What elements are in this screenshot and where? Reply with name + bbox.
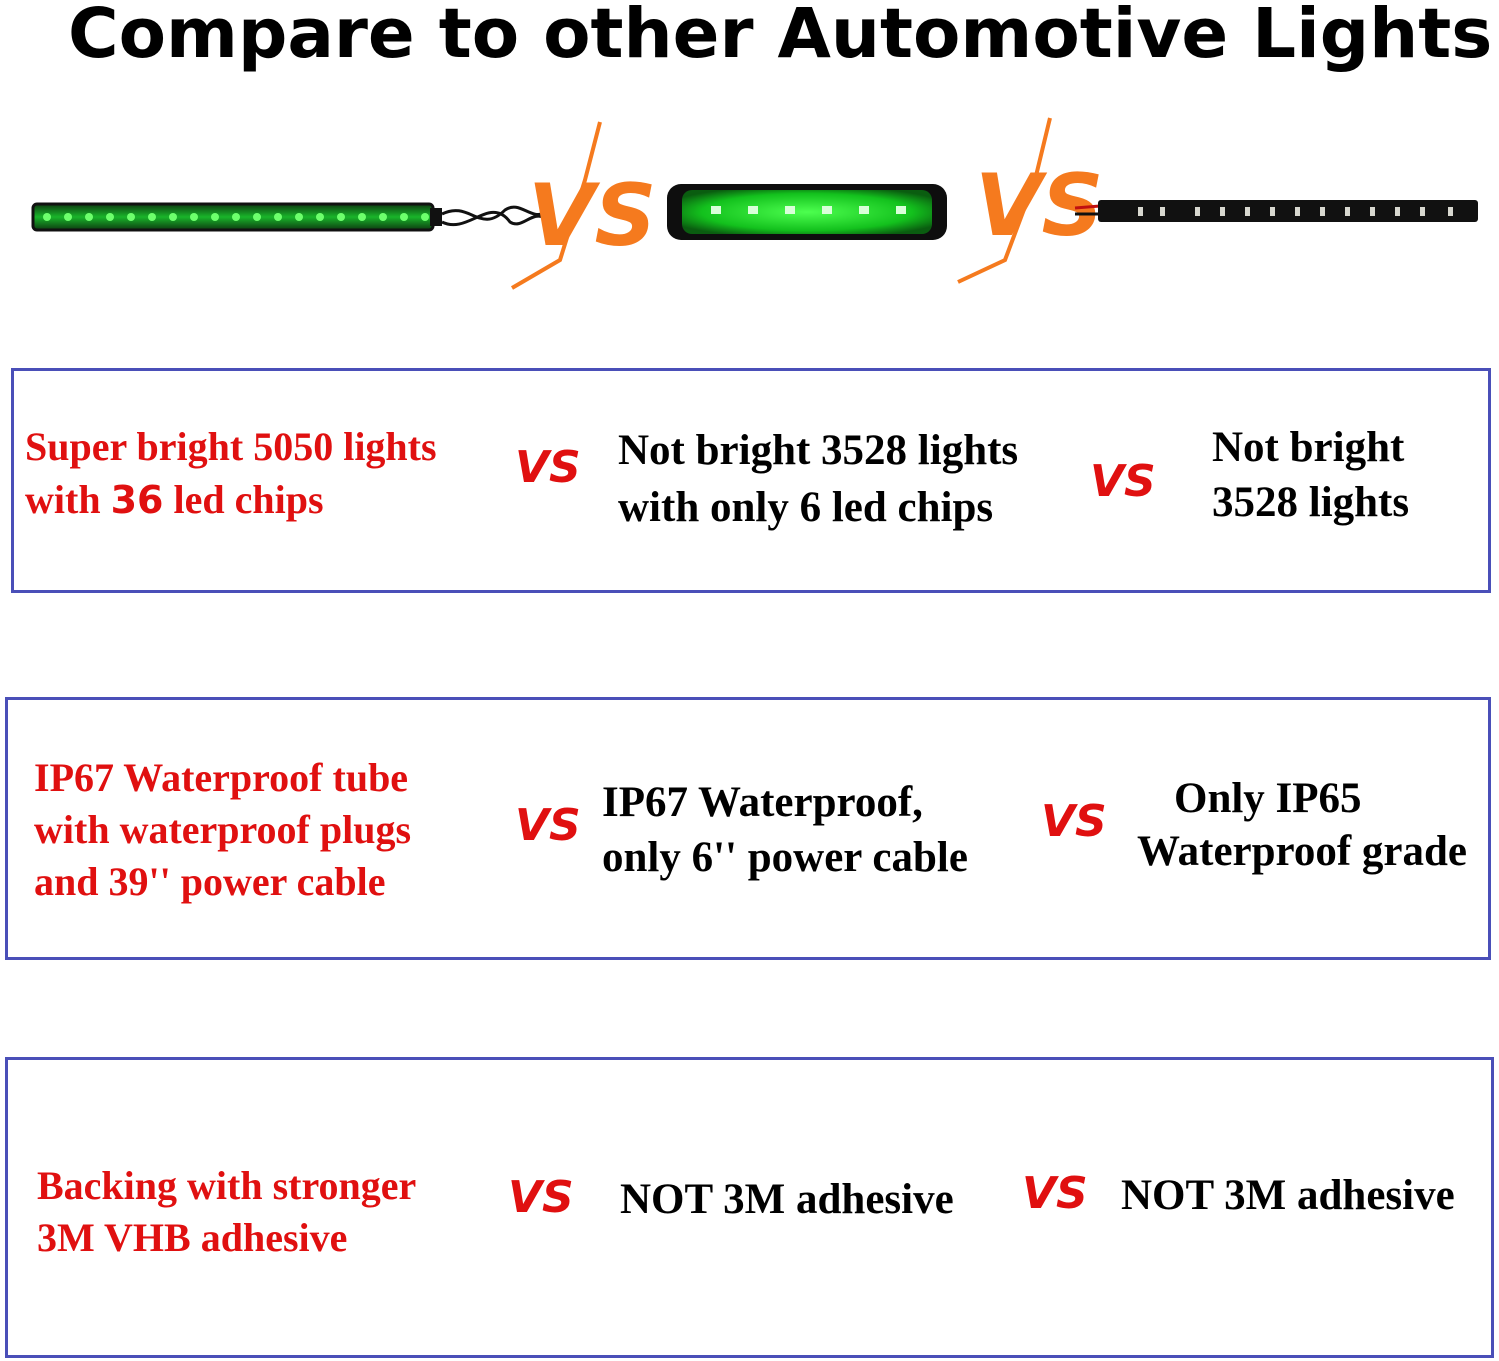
other2-brightness-line-2: 3528 lights bbox=[1212, 479, 1410, 526]
other2-waterproof-text: Only IP65 Waterproof grade bbox=[1137, 772, 1485, 878]
comparison-row-brightness bbox=[11, 368, 1491, 593]
other2-adhesive-text: NOT 3M adhesive bbox=[1121, 1168, 1455, 1223]
page-title: Compare to other Automotive Lights bbox=[68, 0, 1493, 74]
other2-waterproof-line-1: Only IP65 bbox=[1174, 775, 1362, 822]
vs-label: VS bbox=[515, 442, 581, 493]
ours-adhesive-line-1: Backing with stronger bbox=[37, 1163, 417, 1208]
other1-waterproof-line-2: only 6'' power cable bbox=[602, 834, 968, 881]
vs-graphic-icon: VS bbox=[957, 117, 1104, 284]
ours-brightness-line-2: with 36 led chips bbox=[25, 473, 437, 527]
other2-waterproof-line-2: Waterproof grade bbox=[1137, 828, 1467, 875]
ours-waterproof-line-1: IP67 Waterproof tube bbox=[34, 755, 409, 800]
other2-brightness-line-1: Not bright bbox=[1212, 424, 1405, 471]
ours-adhesive-line-2: 3M VHB adhesive bbox=[37, 1215, 348, 1260]
other1-brightness-line-1: Not bright 3528 lights bbox=[618, 427, 1019, 474]
product-illustration: VS VS bbox=[31, 117, 1478, 290]
vs-label: VS bbox=[508, 1172, 574, 1223]
other1-brightness-line-2: with only 6 led chips bbox=[618, 484, 994, 531]
vs-graphic-icon: VS bbox=[510, 121, 657, 290]
other1-brightness-text: Not bright 3528 lights with only 6 led c… bbox=[618, 422, 1018, 536]
other2-adhesive-line-1: NOT 3M adhesive bbox=[1121, 1172, 1455, 1219]
svg-text:VS: VS bbox=[528, 166, 657, 266]
ours-waterproof-text: IP67 Waterproof tube with waterproof plu… bbox=[34, 752, 411, 908]
led-count-highlight: 36 bbox=[110, 478, 164, 522]
ours-brightness-line-1: Super bright 5050 lights bbox=[25, 424, 437, 469]
line-2-prefix: with bbox=[25, 477, 111, 522]
product-comparison-images: VS VS bbox=[0, 110, 1499, 300]
other1-waterproof-line-1: IP67 Waterproof, bbox=[602, 779, 923, 826]
flexible-strip-image bbox=[1074, 200, 1478, 222]
comparison-row-adhesive bbox=[5, 1057, 1494, 1358]
marker-light-image bbox=[667, 184, 947, 240]
vs-label: VS bbox=[1041, 796, 1107, 847]
other1-adhesive-line-1: NOT 3M adhesive bbox=[620, 1176, 954, 1223]
tube-light-strip-image bbox=[31, 202, 546, 232]
vs-label: VS bbox=[1090, 456, 1156, 507]
vs-label: VS bbox=[1022, 1168, 1088, 1219]
other1-waterproof-text: IP67 Waterproof, only 6'' power cable bbox=[602, 775, 968, 885]
ours-waterproof-line-2: with waterproof plugs bbox=[34, 807, 412, 852]
other1-adhesive-text: NOT 3M adhesive bbox=[620, 1172, 954, 1227]
other2-brightness-text: Not bright 3528 lights bbox=[1212, 420, 1409, 530]
ours-brightness-text: Super bright 5050 lights with 36 led chi… bbox=[25, 420, 437, 527]
vs-label: VS bbox=[515, 800, 581, 851]
comparison-row-waterproof bbox=[5, 697, 1491, 960]
ours-adhesive-text: Backing with stronger 3M VHB adhesive bbox=[37, 1160, 416, 1264]
ours-waterproof-line-3: and 39'' power cable bbox=[34, 859, 386, 904]
line-2-suffix: led chips bbox=[163, 477, 324, 522]
